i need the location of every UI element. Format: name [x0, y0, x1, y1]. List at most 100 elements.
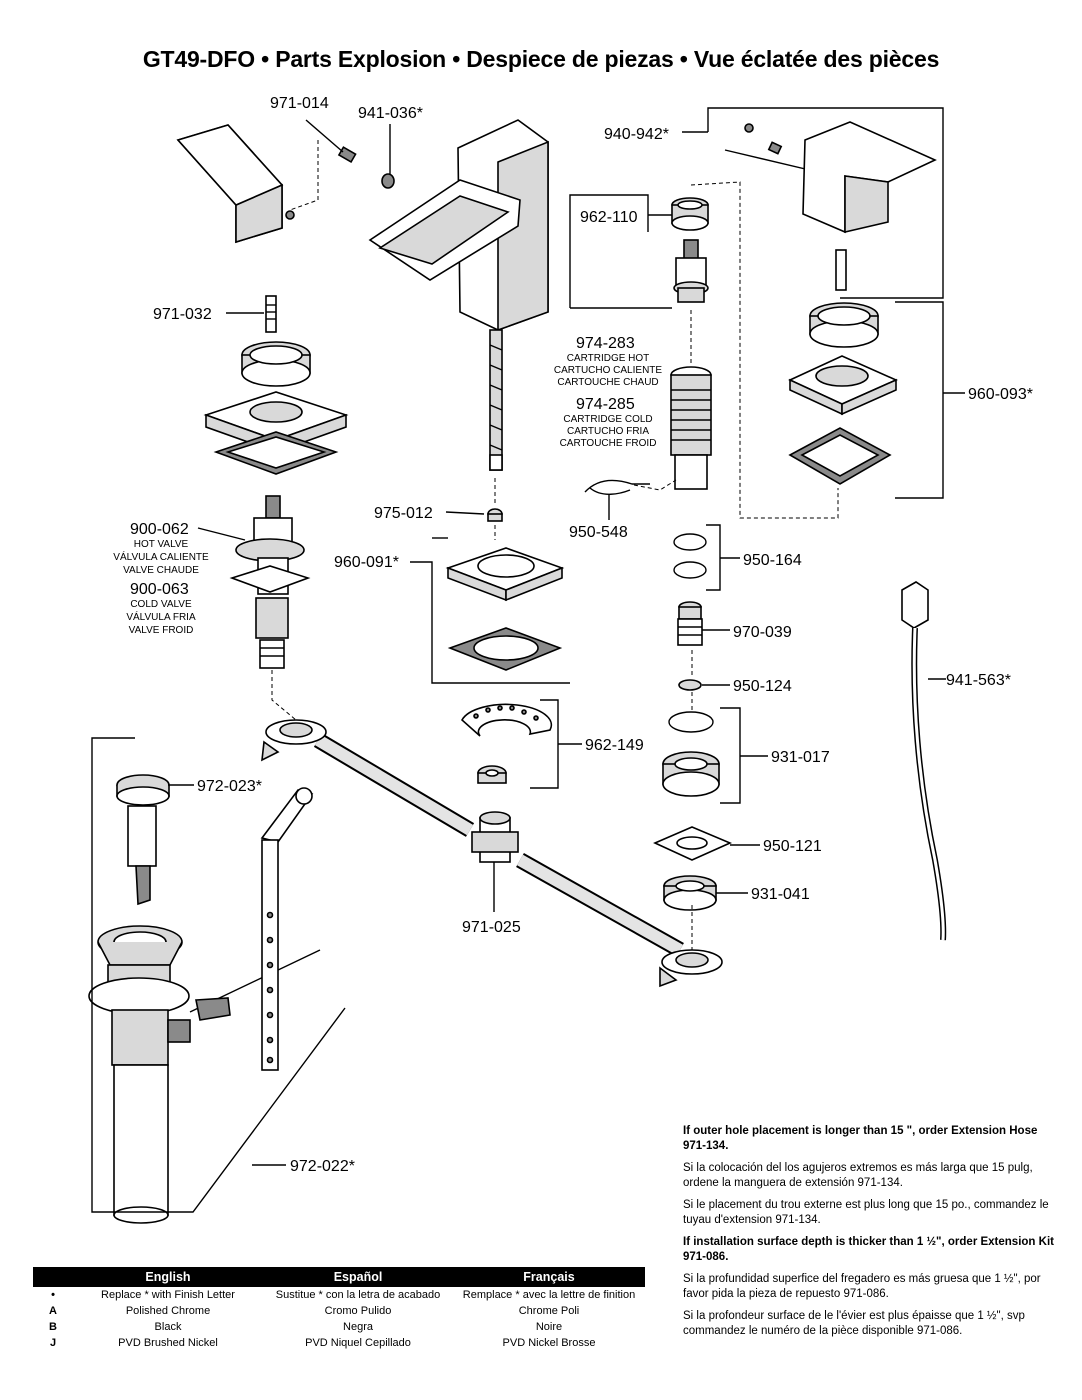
label-hot-valve-fr: VALVE CHAUDE — [123, 565, 199, 576]
fitting-970-039 — [677, 601, 703, 646]
legend-row: A Polished Chrome Cromo Pulido Chrome Po… — [33, 1303, 645, 1319]
supply-hose-center — [489, 329, 503, 471]
label-cartridge-cold-en: CARTRIDGE COLD — [563, 414, 652, 425]
orings-950-164 — [673, 533, 707, 579]
label-cartridge-cold-es: CARTUCHO FRIA — [567, 426, 649, 437]
legend-english: PVD Brushed Nickel — [118, 1337, 218, 1349]
right-handle-940-942 — [724, 121, 937, 291]
legend-header-espanol: Español — [333, 1270, 383, 1284]
center-gasket — [447, 627, 563, 671]
legend-key: B — [49, 1321, 57, 1333]
legend-row: B Black Negra Noire — [33, 1319, 645, 1335]
label-cartridge-hot-fr: CARTOUCHE CHAUD — [557, 377, 658, 388]
label-cold-valve-en: COLD VALVE — [130, 599, 192, 610]
label-962-149: 962-149 — [585, 737, 644, 754]
nut-931-041 — [663, 875, 717, 911]
legend-espanol: Sustitue * con la letra de acabado — [275, 1289, 441, 1301]
label-cartridge-cold-fr: CARTOUCHE FROID — [560, 438, 657, 449]
page-title: GT49-DFO • Parts Explosion • Despiece de… — [142, 46, 940, 72]
lift-rod — [260, 787, 314, 1071]
legend-row: • Replace * with Finish Letter Sustitue … — [33, 1287, 645, 1303]
clip-950-548 — [584, 479, 650, 495]
left-ring-nut — [241, 341, 311, 387]
ordering-notes: If outer hole placement is longer than 1… — [683, 1124, 1055, 1346]
label-971-014: 971-014 — [270, 95, 329, 112]
valve-900-062 — [229, 495, 311, 669]
legend-key: J — [49, 1337, 57, 1349]
legend-english: Black — [154, 1321, 182, 1333]
legend-francais: Noire — [535, 1321, 563, 1333]
right-ring-nut-960-093 — [788, 302, 898, 485]
legend-english: Replace * with Finish Letter — [101, 1289, 235, 1301]
nut-962-110 — [671, 197, 709, 231]
center-escutcheon — [445, 547, 565, 602]
label-971-025: 971-025 — [462, 919, 521, 936]
label-cartridge-hot-es: CARTUCHO CALIENTE — [554, 365, 662, 376]
drain-972-022 — [88, 925, 321, 1224]
left-handle — [176, 124, 295, 244]
note-extension-hose-fr: Si le placement du trou externe est plus… — [683, 1199, 1049, 1226]
label-974-285: 974-285 — [576, 396, 635, 413]
label-931-041: 931-041 — [751, 886, 810, 903]
stem-971-032 — [265, 295, 277, 333]
mount-plate-962-149 — [460, 703, 553, 784]
stopper-972-023 — [116, 774, 170, 906]
label-hot-valve-en: HOT VALVE — [134, 539, 189, 550]
tee-971-025 — [471, 811, 519, 863]
label-931-017: 931-017 — [771, 749, 830, 766]
washer-931-017 — [662, 711, 720, 797]
legend-key: A — [49, 1305, 57, 1317]
legend-english: Polished Chrome — [125, 1305, 211, 1317]
label-900-062: 900-062 — [130, 521, 189, 538]
label-cartridge-hot-en: CARTRIDGE HOT — [567, 353, 650, 364]
label-962-110: 962-110 — [580, 209, 638, 226]
label-900-063: 900-063 — [130, 581, 189, 598]
label-950-548: 950-548 — [569, 524, 628, 541]
label-974-283: 974-283 — [576, 335, 635, 352]
legend-espanol: Negra — [343, 1321, 373, 1333]
legend-header: English Español Français — [33, 1267, 645, 1287]
label-950-124: 950-124 — [733, 678, 792, 695]
note-extension-kit-en: If installation surface depth is thicker… — [683, 1236, 1054, 1263]
label-940-942: 940-942* — [604, 126, 669, 143]
note-extension-kit-es: Si la profundidad superfice del fregader… — [683, 1273, 1041, 1300]
legend-header-english: English — [145, 1270, 191, 1284]
legend-espanol: Cromo Pulido — [324, 1305, 392, 1317]
supply-lines — [261, 719, 723, 988]
legend-header-key — [33, 1267, 73, 1287]
note-extension-kit-fr: Si la profondeur surface de le l'évier e… — [683, 1310, 1025, 1337]
hose-941-563 — [901, 581, 947, 941]
cartridge-974-283 — [673, 239, 709, 303]
label-cold-valve-fr: VALVE FROID — [129, 625, 194, 636]
label-960-091: 960-091* — [334, 554, 399, 571]
finish-legend: English Español Français • Replace * wit… — [33, 1267, 645, 1351]
washer-975-012 — [487, 508, 503, 522]
legend-header-francais: Français — [523, 1270, 575, 1284]
label-941-563: 941-563* — [946, 672, 1011, 689]
label-960-093: 960-093* — [968, 386, 1033, 403]
label-975-012: 975-012 — [374, 505, 433, 522]
label-972-023: 972-023* — [197, 778, 262, 795]
legend-row: J PVD Brushed Nickel PVD Niquel Cepillad… — [33, 1335, 645, 1351]
label-970-039: 970-039 — [733, 624, 792, 641]
label-cold-valve-es: VÁLVULA FRIA — [126, 610, 196, 623]
valve-body-right — [670, 366, 712, 490]
spout-body — [368, 119, 549, 332]
label-950-121: 950-121 — [763, 838, 822, 855]
label-950-164: 950-164 — [743, 552, 802, 569]
note-extension-hose-es: Si la colocación del los agujeros extrem… — [683, 1162, 1033, 1189]
label-941-036: 941-036* — [358, 105, 423, 122]
gasket-950-121 — [653, 826, 733, 861]
left-gasket — [213, 431, 339, 475]
legend-francais: Chrome Poli — [518, 1305, 580, 1317]
screw-971-014 — [337, 146, 357, 164]
legend-francais: PVD Nickel Brosse — [502, 1337, 596, 1349]
part-labels: 971-014 941-036* 940-942* 962-110 971-03… — [113, 95, 1033, 1175]
cap-941-036 — [381, 173, 395, 189]
label-hot-valve-es: VÁLVULA CALIENTE — [113, 550, 209, 563]
leader-lines — [91, 107, 965, 1213]
legend-espanol: PVD Niquel Cepillado — [305, 1337, 411, 1349]
label-971-032: 971-032 — [153, 306, 212, 323]
legend-key: • — [51, 1289, 55, 1301]
